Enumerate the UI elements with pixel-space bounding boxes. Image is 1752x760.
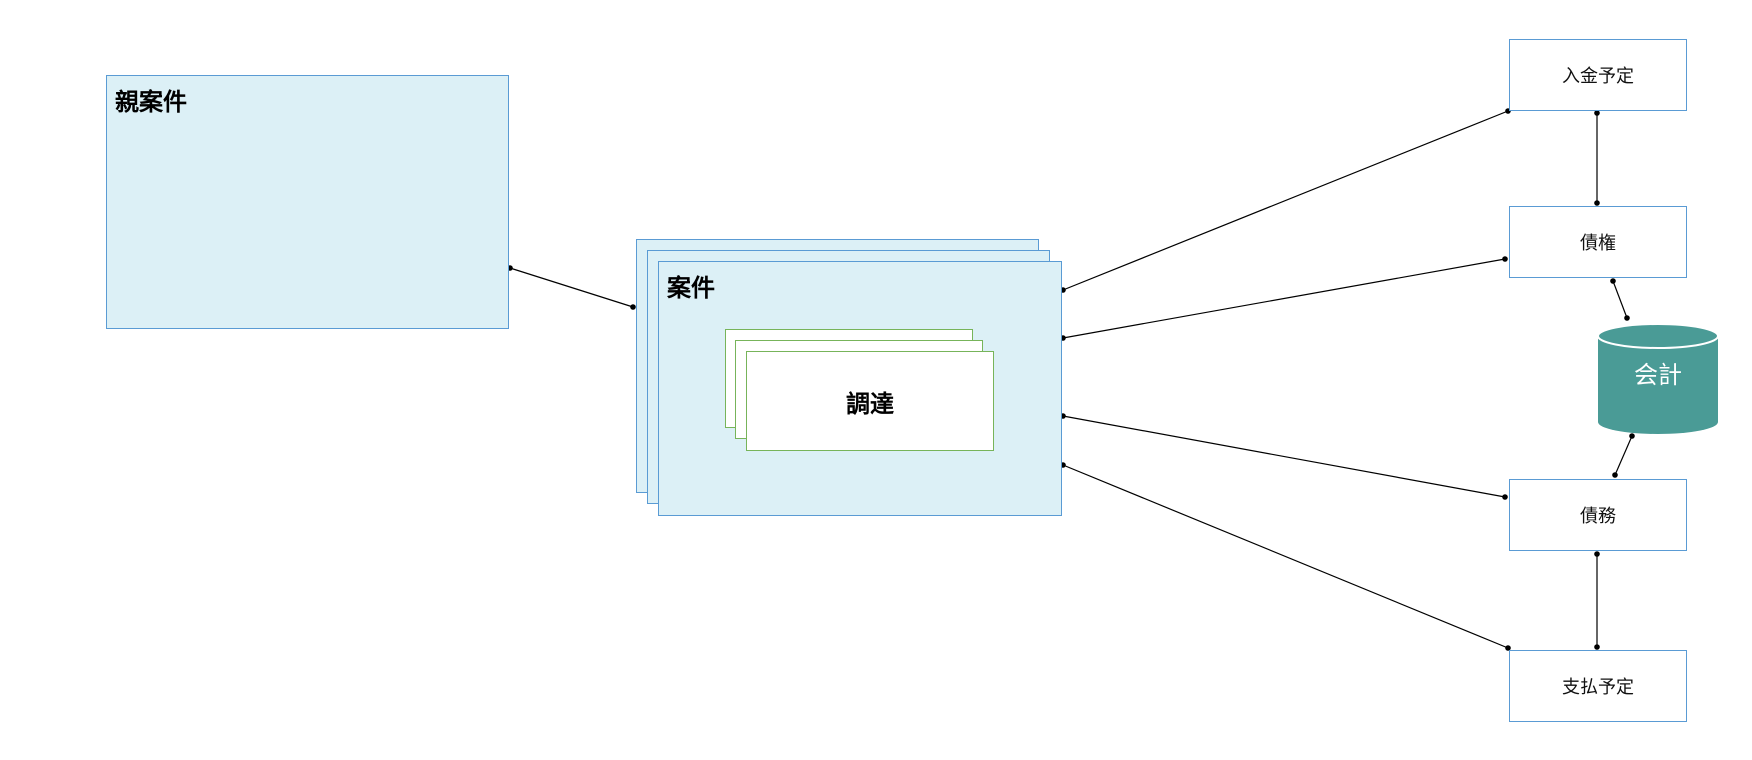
connector-accounting-to-payable bbox=[1614, 435, 1633, 476]
connector-endpoint bbox=[1502, 256, 1508, 262]
connector-endpoint bbox=[1629, 433, 1635, 439]
connector-case-to-payable bbox=[1062, 415, 1506, 498]
connector-case-to-receivable bbox=[1062, 258, 1506, 339]
accounting-cylinder-top bbox=[1597, 323, 1719, 349]
parent-case-container[interactable]: 親案件 bbox=[106, 75, 509, 329]
payable-label: 債務 bbox=[1580, 506, 1616, 527]
connector-endpoint bbox=[1624, 315, 1630, 321]
connector-case-to-planned-receipt bbox=[1062, 110, 1509, 291]
connector-endpoint bbox=[1594, 644, 1600, 650]
case-title: 案件 bbox=[667, 274, 715, 302]
receivable-node[interactable]: 債権 bbox=[1509, 206, 1687, 278]
connector-case-to-planned-payment bbox=[1062, 464, 1509, 649]
connector-endpoint bbox=[630, 304, 636, 310]
connector-endpoint bbox=[1594, 200, 1600, 206]
planned-payment-node[interactable]: 支払予定 bbox=[1509, 650, 1687, 722]
accounting-cylinder-body bbox=[1598, 324, 1718, 434]
procurement-label: 調達 bbox=[846, 389, 894, 418]
connector-endpoint bbox=[1594, 110, 1600, 116]
payable-node[interactable]: 債務 bbox=[1509, 479, 1687, 551]
planned-receipt-node[interactable]: 入金予定 bbox=[1509, 39, 1687, 111]
receivable-label: 債権 bbox=[1580, 233, 1616, 254]
connector-endpoint bbox=[1502, 494, 1508, 500]
connector-endpoint bbox=[1594, 551, 1600, 557]
parent-case-title: 親案件 bbox=[115, 88, 187, 116]
connector-parent-to-case bbox=[509, 267, 634, 308]
accounting-label: 会計 bbox=[1634, 361, 1682, 389]
procurement-card[interactable]: 調達 bbox=[746, 351, 994, 451]
connector-receivable-to-accounting bbox=[1612, 280, 1628, 319]
connector-endpoint bbox=[1610, 278, 1616, 284]
accounting-database[interactable]: 会計 bbox=[1597, 323, 1719, 434]
planned-payment-label: 支払予定 bbox=[1562, 677, 1634, 698]
connector-endpoint bbox=[1612, 472, 1618, 478]
planned-receipt-label: 入金予定 bbox=[1562, 66, 1634, 87]
